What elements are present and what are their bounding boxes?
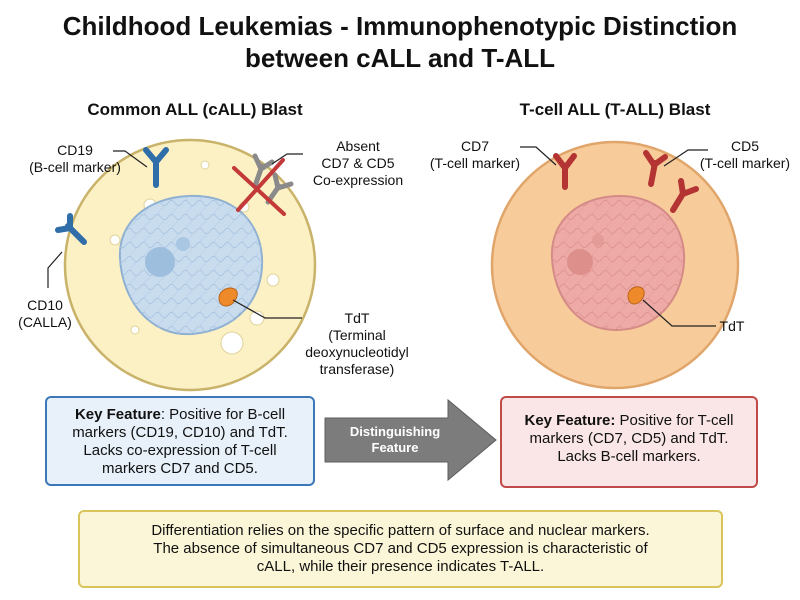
b-cell-receptor-icon bbox=[143, 147, 169, 188]
cd10-label: CD10 (CALLA) bbox=[18, 297, 72, 330]
call-heading: Common ALL (cALL) Blast bbox=[87, 100, 303, 119]
tdt-label-tall: TdT bbox=[719, 318, 745, 334]
summary-box: Differentiation relies on the specific p… bbox=[78, 510, 723, 588]
absent-cd7-cd5-label: Absent CD7 & CD5 Co-expression bbox=[312, 138, 404, 188]
tall-blast-cell bbox=[490, 140, 740, 390]
tall-leader-lines bbox=[520, 146, 716, 327]
cd5-label: CD5 (T-cell marker) bbox=[699, 138, 791, 171]
cd7-label: CD7 (T-cell marker) bbox=[429, 138, 521, 171]
absent-t-receptors bbox=[252, 153, 294, 205]
page-title: Childhood Leukemias - Immunophenotypic D… bbox=[0, 10, 800, 74]
call-leader-lines bbox=[47, 150, 303, 319]
cross-out-icon bbox=[232, 158, 286, 216]
cd19-label: CD19 (B-cell marker) bbox=[29, 142, 121, 175]
tall-key-feature-box: Key Feature: Positive for T-cell markers… bbox=[500, 396, 758, 488]
call-blast-cell bbox=[63, 138, 317, 392]
distinguishing-feature-label: Distinguishing Feature bbox=[349, 424, 441, 455]
tdt-label-call: TdT (Terminal deoxynucleotidyl transfera… bbox=[305, 310, 409, 377]
arrow-right-icon bbox=[324, 398, 497, 482]
key-feature-label: Key Feature: bbox=[524, 412, 616, 429]
tdt-granule-icon bbox=[627, 286, 645, 305]
tdt-granule-icon bbox=[218, 287, 238, 307]
call-vacuoles bbox=[109, 160, 280, 355]
tall-nucleolus bbox=[567, 249, 593, 275]
b-cell-receptor-icon bbox=[55, 213, 87, 245]
call-nucleolus bbox=[145, 247, 175, 277]
tall-heading: T-cell ALL (T-ALL) Blast bbox=[519, 100, 711, 119]
t-cell-receptor-icon bbox=[553, 153, 577, 190]
t-cell-receptor-icon bbox=[643, 150, 668, 187]
call-key-feature-box: Key Feature: Positive for B-cell markers… bbox=[45, 396, 315, 486]
t-cell-receptor-icon bbox=[670, 178, 699, 213]
title-line-1: Childhood Leukemias - Immunophenotypic D… bbox=[62, 11, 738, 41]
title-line-2: between cALL and T-ALL bbox=[244, 43, 556, 73]
key-feature-label: Key Feature bbox=[74, 406, 161, 423]
